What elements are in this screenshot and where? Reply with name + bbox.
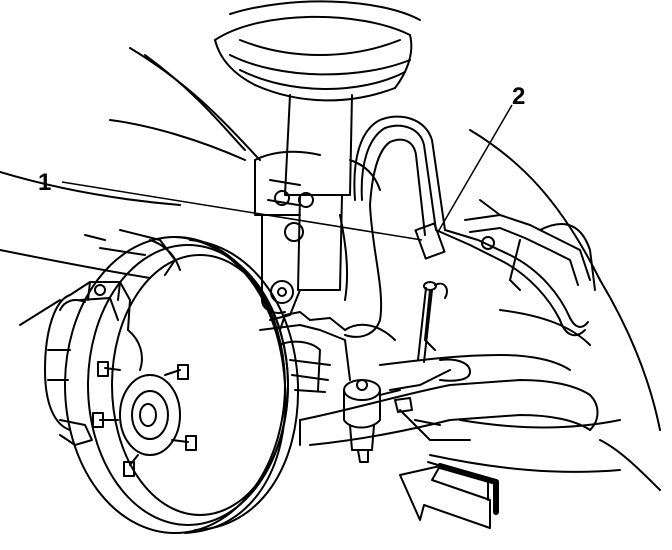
- brake-caliper: [44, 281, 143, 446]
- brake-hose: [344, 115, 589, 338]
- view-direction-arrow: [399, 461, 499, 529]
- steering-knuckle: [259, 311, 396, 393]
- callout-2-label: 2: [512, 83, 525, 110]
- stabilizer-link: [394, 281, 471, 413]
- callout-2-leader: [437, 104, 513, 233]
- wheel-hub: [92, 361, 197, 477]
- ball-joint: [343, 379, 401, 463]
- frame-components: [424, 199, 596, 351]
- caliper-bracket: [84, 229, 181, 276]
- callout-1-label: 1: [38, 169, 51, 196]
- coil-spring: [214, 0, 421, 102]
- strut-assembly: [254, 94, 381, 321]
- callout-1-leader: [61, 181, 423, 241]
- brake-rotor: [64, 236, 300, 534]
- body-panel-lines: [0, 47, 661, 491]
